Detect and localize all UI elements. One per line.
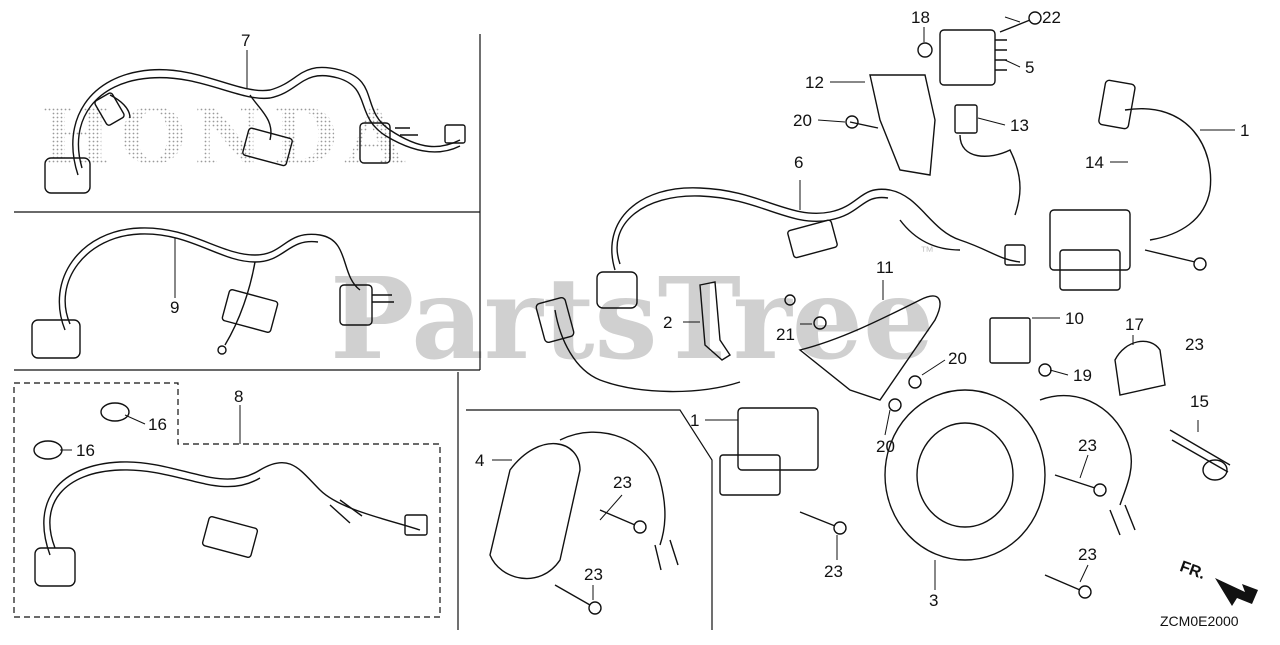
leader-lines xyxy=(60,16,1235,600)
callout-23-f: 23 xyxy=(584,565,603,584)
callout-17: 17 xyxy=(1125,315,1144,334)
callout-18: 18 xyxy=(911,8,930,27)
front-label: FR. xyxy=(1177,558,1207,583)
front-arrow-icon xyxy=(1215,578,1258,606)
wire-harness-9 xyxy=(31,227,394,359)
callout-3: 3 xyxy=(929,591,938,610)
callout-20-b: 20 xyxy=(948,349,967,368)
wire-harness-6 xyxy=(596,187,1026,309)
ignition-coil-lower xyxy=(535,296,819,496)
callout-21: 21 xyxy=(776,325,795,344)
front-direction-marker: FR. xyxy=(1177,558,1258,606)
regulator-assembly xyxy=(845,29,1021,216)
wire-harness-7 xyxy=(44,66,466,194)
ignition-coil-upper xyxy=(1049,79,1212,291)
callout-22: 22 xyxy=(1042,8,1061,27)
callout-23-d: 23 xyxy=(824,562,843,581)
callout-labels: 7 9 8 16 16 18 22 12 5 20 13 1 14 6 11 2… xyxy=(76,8,1249,610)
callout-10: 10 xyxy=(1065,309,1084,328)
panel-frames xyxy=(13,34,713,630)
callout-23-e: 23 xyxy=(1078,545,1097,564)
bolts xyxy=(554,11,1207,615)
callout-8: 8 xyxy=(234,387,243,406)
wire-harness-8 xyxy=(33,402,428,587)
callout-16-b: 16 xyxy=(76,441,95,460)
stator-4 xyxy=(489,431,679,580)
callout-2: 2 xyxy=(663,313,672,332)
callout-6: 6 xyxy=(794,153,803,172)
callout-12: 12 xyxy=(805,73,824,92)
brackets xyxy=(699,281,1231,481)
callout-9: 9 xyxy=(170,298,179,317)
callout-23-b: 23 xyxy=(613,473,632,492)
diagram-code: ZCM0E2000 xyxy=(1160,613,1239,629)
partstree-watermark: PartsTree xyxy=(330,254,934,385)
callout-7: 7 xyxy=(241,31,250,50)
trademark-symbol: ™ xyxy=(920,243,934,259)
callout-15: 15 xyxy=(1190,392,1209,411)
callout-14: 14 xyxy=(1085,153,1104,172)
callout-4: 4 xyxy=(475,451,484,470)
callout-23-a: 23 xyxy=(1185,335,1204,354)
callout-5: 5 xyxy=(1025,58,1034,77)
stator-3 xyxy=(884,389,1136,561)
callout-20-c: 20 xyxy=(876,437,895,456)
callout-19: 19 xyxy=(1073,366,1092,385)
callout-13: 13 xyxy=(1010,116,1029,135)
honda-watermark: HONDA xyxy=(40,92,412,181)
callout-20-a: 20 xyxy=(793,111,812,130)
callout-11: 11 xyxy=(876,258,894,277)
callout-23-c: 23 xyxy=(1078,436,1097,455)
callout-1-upper: 1 xyxy=(1240,121,1249,140)
callout-16-a: 16 xyxy=(148,415,167,434)
callout-1-lower: 1 xyxy=(690,411,699,430)
